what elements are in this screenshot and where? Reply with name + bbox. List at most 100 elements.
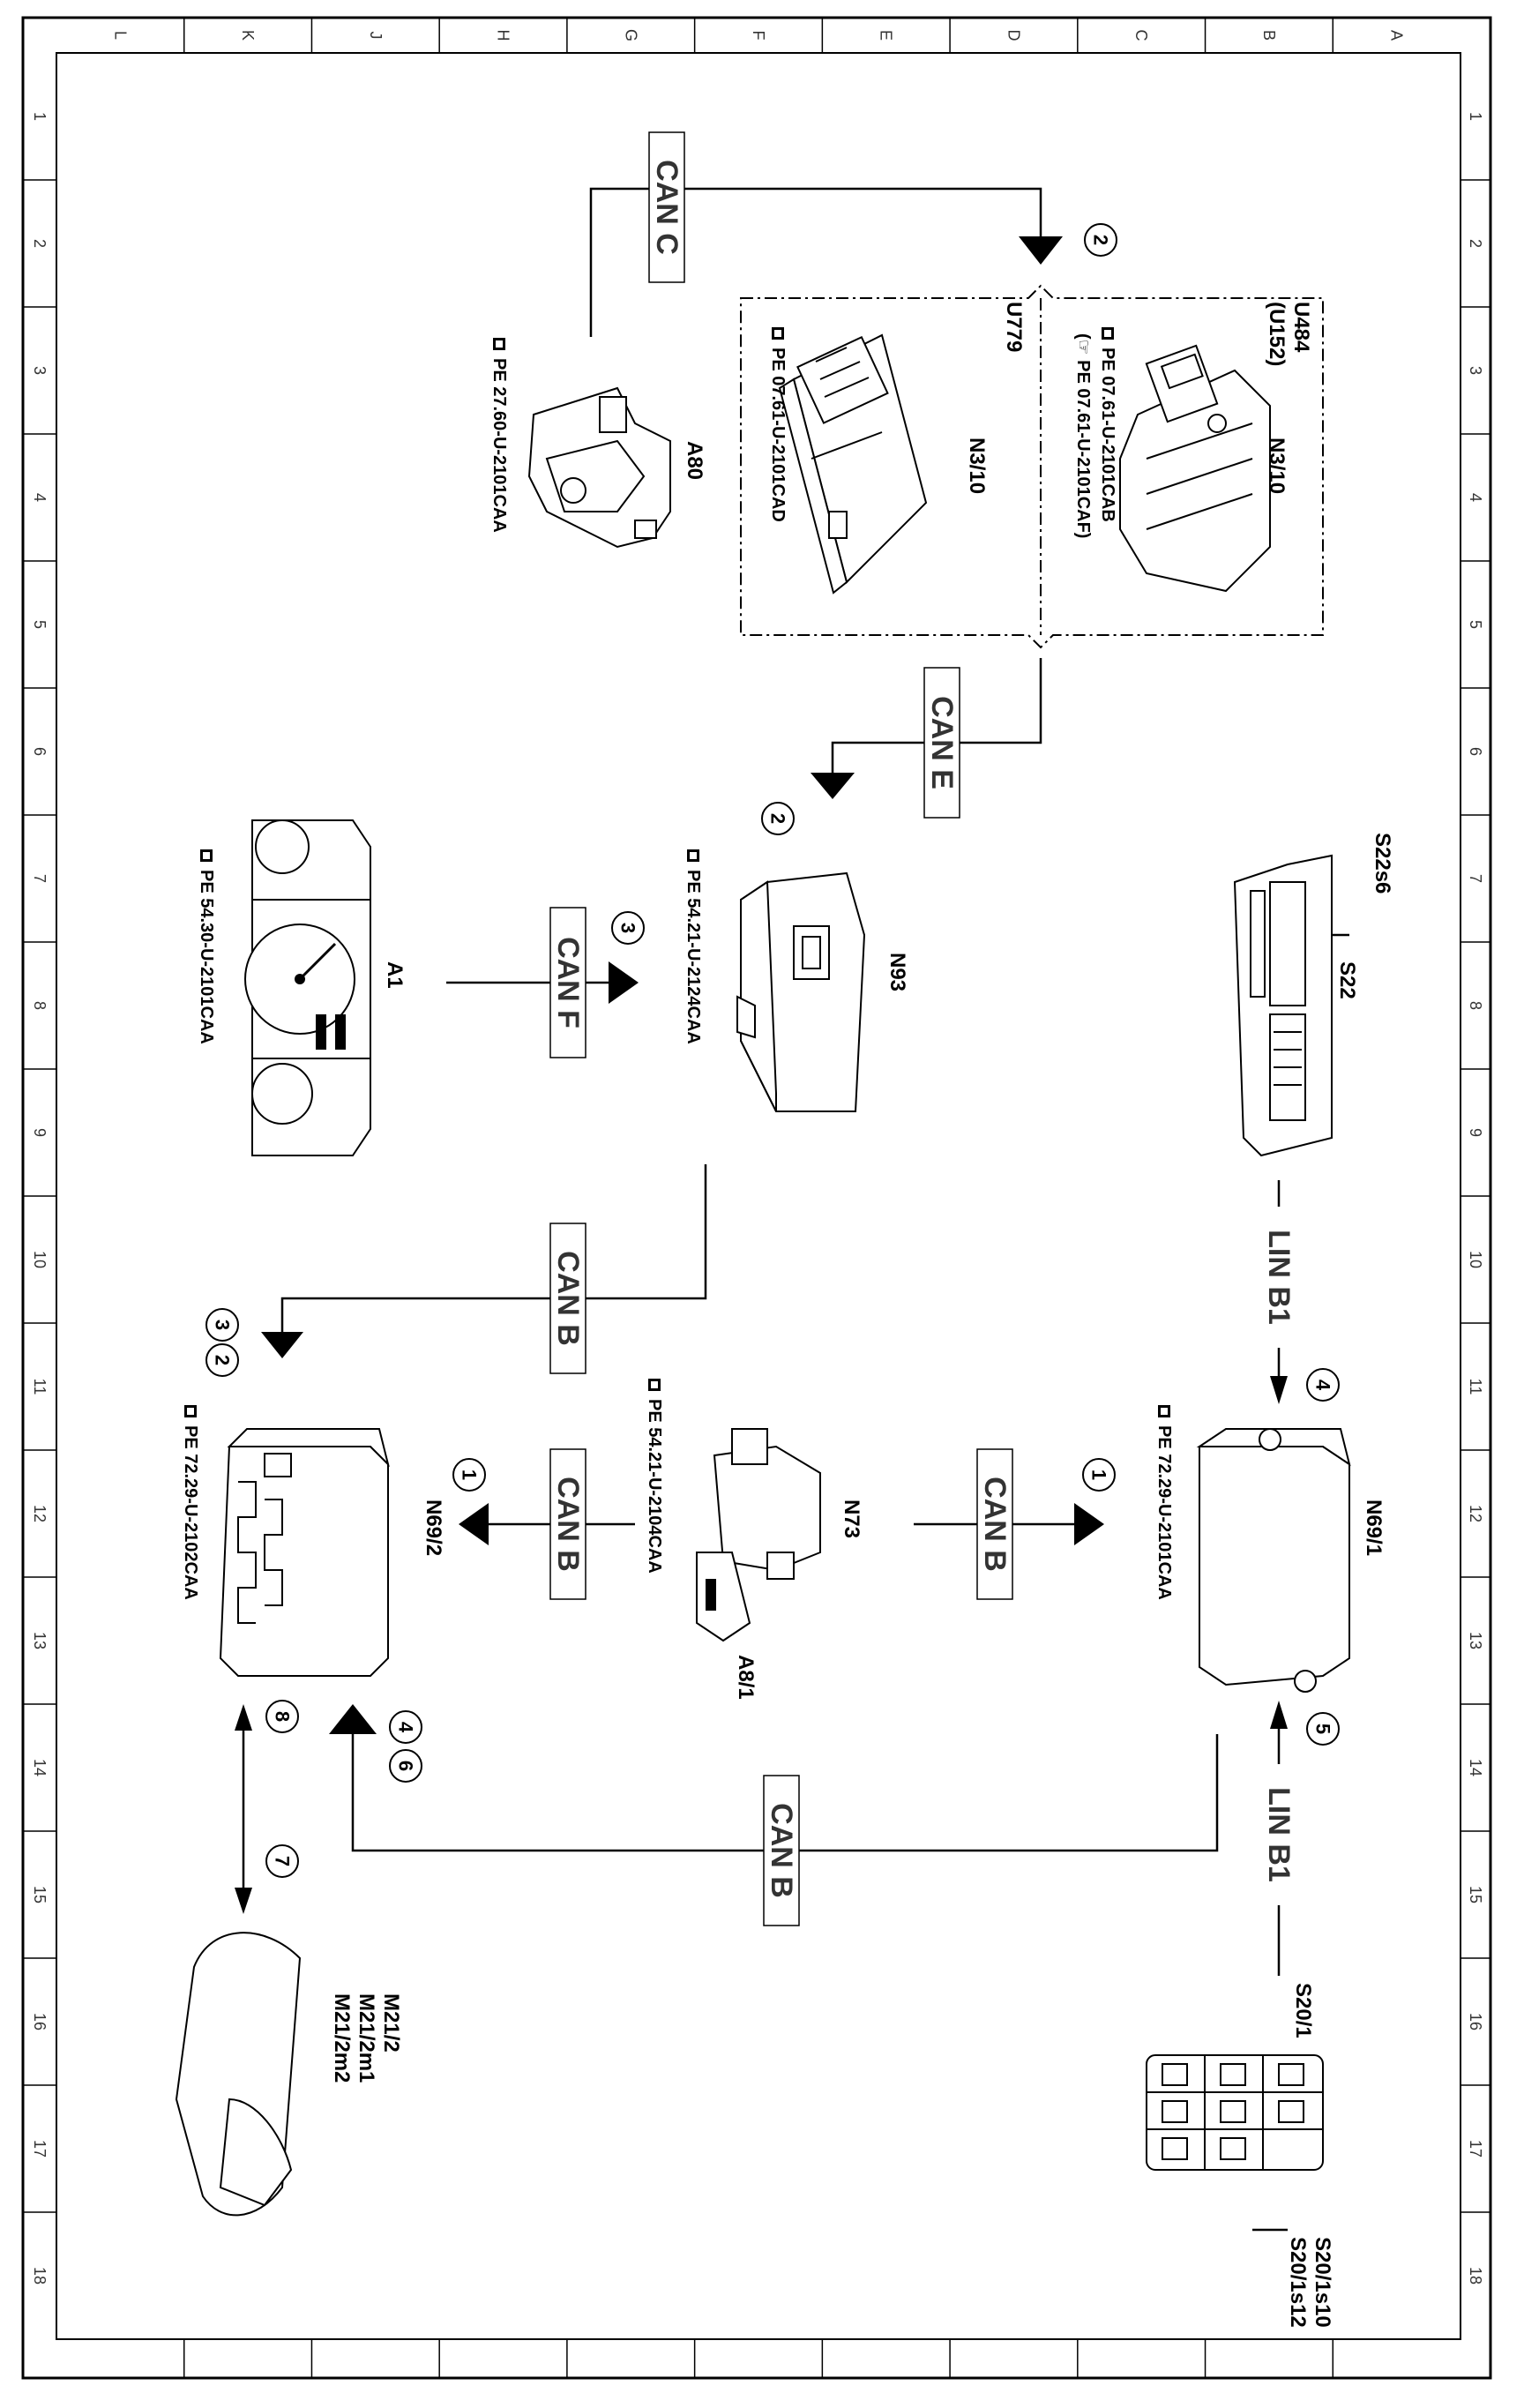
grid-number-left: 5 xyxy=(31,620,49,629)
grid-number-left: 3 xyxy=(31,366,49,375)
grid-number-left: 12 xyxy=(31,1505,49,1522)
ecu-u484-symbol xyxy=(1119,344,1271,593)
grid-letter-top: C xyxy=(1132,30,1150,41)
u779-ref: PE 07.61-U-2101CAD xyxy=(768,348,788,522)
n69-1-ref: PE 72.29-U-2101CAA xyxy=(1154,1425,1174,1600)
m21-2m2-label: M21/2m2 xyxy=(330,1993,354,2083)
arrow-lin-b1-bottom xyxy=(1270,1701,1288,1729)
badge-7-m21: 7 xyxy=(272,1856,294,1866)
arrow-up-n69-2-m21 xyxy=(235,1704,252,1731)
arrow-can-b-top xyxy=(261,1332,303,1358)
n69-1-symbol xyxy=(1196,1428,1351,1693)
badge-3-can-f: 3 xyxy=(617,923,639,933)
grid-number-left: 15 xyxy=(31,1886,49,1903)
badge-6-n69-2: 6 xyxy=(395,1761,417,1771)
badge-2-can-e: 2 xyxy=(767,813,789,824)
wire-can-c xyxy=(589,187,1042,337)
arrow-can-f xyxy=(609,961,639,1004)
a80-label: A80 xyxy=(683,441,706,480)
grid-letter-top: A xyxy=(1388,30,1406,41)
grid-letter-top: G xyxy=(622,29,639,41)
can-c-label: CAN C xyxy=(650,160,684,255)
badge-5-s20: 5 xyxy=(1312,1724,1334,1734)
n69-2-symbol xyxy=(219,1428,390,1677)
a1-label: A1 xyxy=(383,961,407,989)
grid-number-right: 17 xyxy=(1467,2140,1484,2157)
badge-2-top: 2 xyxy=(1090,235,1112,245)
a80-symbol xyxy=(527,386,671,549)
grid-letter-top: B xyxy=(1260,30,1278,41)
n3-10-u484-label: N3/10 xyxy=(1265,437,1289,494)
badge-8-m21: 8 xyxy=(272,1711,294,1722)
lin-b1-top-label: LIN B1 xyxy=(1262,1230,1296,1325)
grid-letter-top: D xyxy=(1005,30,1022,41)
a80-ref: PE 27.60-U-2101CAA xyxy=(489,358,509,533)
grid-letter-top: J xyxy=(367,32,385,40)
s22-symbol xyxy=(1233,854,1333,1157)
u484-variant: U484 xyxy=(1289,302,1313,353)
grid-number-right: 12 xyxy=(1467,1505,1484,1522)
s20-1s12-label: S20/1s12 xyxy=(1286,2237,1310,2328)
s20-symbol xyxy=(1146,2054,1324,2171)
arrow-can-b-bottom xyxy=(329,1704,377,1734)
can-e-label: CAN E xyxy=(925,696,959,789)
u484-ref-1: PE 07.61-U-2101CAB xyxy=(1098,348,1117,522)
badge-4-n69-1: 4 xyxy=(1312,1380,1334,1391)
n93-label: N93 xyxy=(885,953,909,991)
grid-number-right: 8 xyxy=(1467,1001,1484,1010)
n69-2-ref: PE 72.29-U-2102CAA xyxy=(181,1425,200,1600)
badge-2-n69-2: 2 xyxy=(212,1355,234,1365)
m21-2m1-label: M21/2m1 xyxy=(355,1993,378,2083)
can-b-right-label: CAN B xyxy=(978,1477,1012,1572)
grid-number-left: 13 xyxy=(31,1632,49,1649)
u484-ref-2: (☞ PE 07.61-U-2101CAF) xyxy=(1073,333,1093,538)
grid-number-left: 17 xyxy=(31,2140,49,2157)
grid-number-right: 6 xyxy=(1467,747,1484,756)
grid-number-left: 11 xyxy=(31,1379,49,1395)
grid-number-left: 8 xyxy=(31,1001,49,1010)
grid-number-right: 13 xyxy=(1467,1632,1484,1649)
can-b-left-label: CAN B xyxy=(551,1477,585,1572)
grid-number-right: 14 xyxy=(1467,1759,1484,1776)
a1-ref: PE 54.30-U-2101CAA xyxy=(197,870,216,1044)
grid-number-right: 4 xyxy=(1467,493,1484,502)
grid-number-right: 3 xyxy=(1467,366,1484,375)
grid-letter-top: L xyxy=(111,31,129,40)
n69-2-label: N69/2 xyxy=(422,1499,445,1556)
badge-1-n69-1: 1 xyxy=(1088,1469,1110,1480)
arrow-lin-b1-top xyxy=(1270,1376,1288,1404)
wire-can-b-top xyxy=(280,1164,707,1332)
grid-number-left: 7 xyxy=(31,874,49,883)
can-b-bottom-label: CAN B xyxy=(765,1803,798,1898)
ecu-u779-symbol xyxy=(778,333,928,595)
grid-number-left: 4 xyxy=(31,493,49,502)
badge-1-n69-2: 1 xyxy=(459,1469,481,1480)
badge-4-n69-2: 4 xyxy=(395,1722,417,1733)
n69-1-label: N69/1 xyxy=(1362,1499,1386,1556)
grid-number-right: 11 xyxy=(1467,1379,1484,1395)
grid-number-right: 9 xyxy=(1467,1128,1484,1137)
grid-number-right: 5 xyxy=(1467,620,1484,629)
grid-number-left: 18 xyxy=(31,2267,49,2285)
u779-variant: U779 xyxy=(1002,302,1026,352)
s22s6-label: S22s6 xyxy=(1371,833,1394,894)
arrow-can-e xyxy=(811,773,855,799)
can-f-label: CAN F xyxy=(551,937,585,1028)
grid-number-left: 2 xyxy=(31,239,49,248)
s22-label: S22 xyxy=(1335,961,1359,999)
s20-1-label: S20/1 xyxy=(1291,1983,1315,2038)
arrow-can-c xyxy=(1019,236,1063,265)
m21-2-label: M21/2 xyxy=(379,1993,403,2053)
n3-10-enclosure xyxy=(740,284,1324,649)
grid-number-left: 9 xyxy=(31,1128,49,1137)
lin-b1-bottom-label: LIN B1 xyxy=(1262,1787,1296,1882)
u152-variant: (U152) xyxy=(1265,302,1289,366)
grid-number-right: 1 xyxy=(1467,112,1484,121)
grid-letter-top: H xyxy=(495,30,512,41)
badge-3-n69-2: 3 xyxy=(212,1320,234,1330)
grid-number-right: 16 xyxy=(1467,2013,1484,2030)
grid-number-left: 14 xyxy=(31,1759,49,1776)
n3-10-u779-label: N3/10 xyxy=(965,437,989,494)
